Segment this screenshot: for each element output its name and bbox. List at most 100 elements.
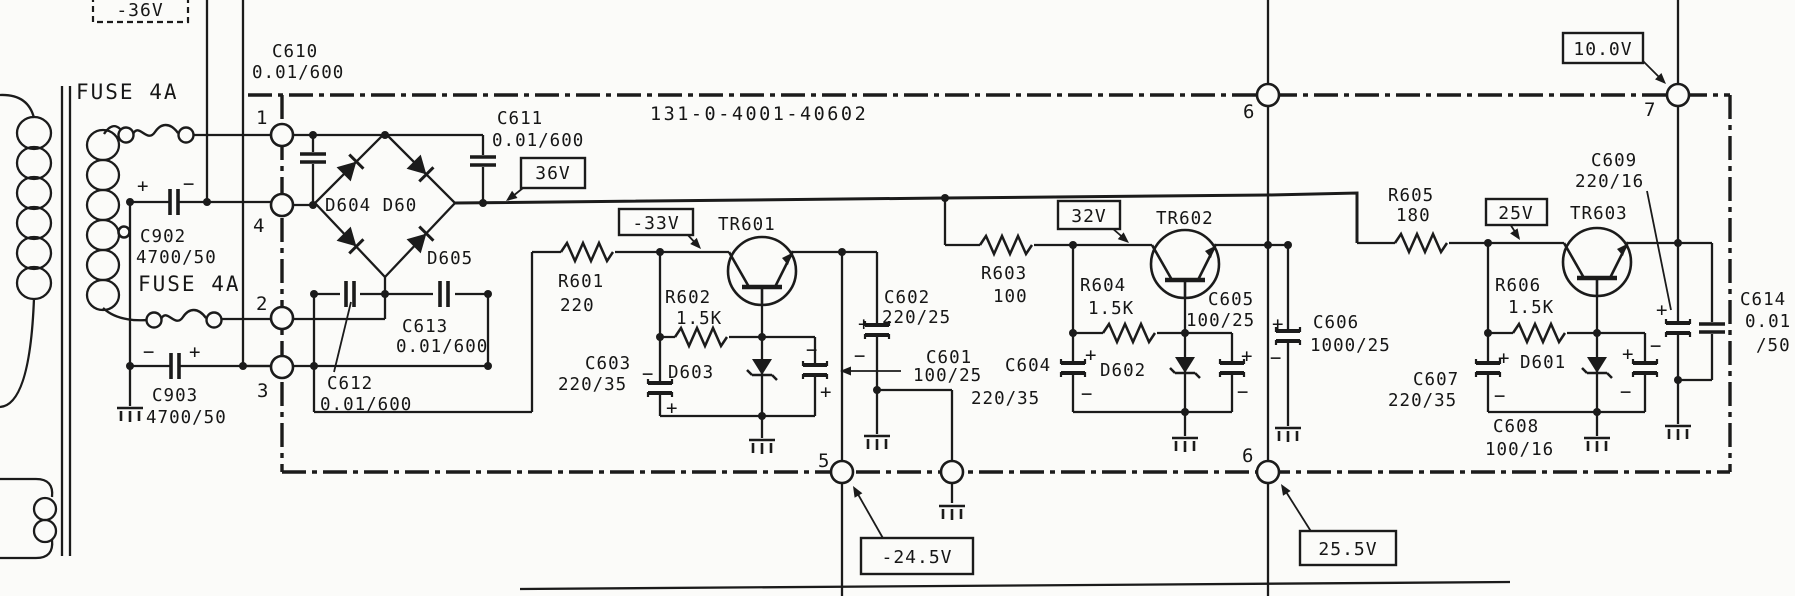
c603-ref: C603	[585, 354, 631, 374]
pin-ground	[939, 459, 965, 485]
d604-ref: D604 D60	[325, 196, 417, 216]
c601-capacitor	[799, 359, 831, 381]
voltage--33v: -33V	[632, 213, 679, 234]
pin-4-label: 4	[253, 215, 264, 237]
c602-minus: −	[854, 345, 865, 367]
c903-minus: −	[143, 341, 154, 363]
voltage-box-36v	[519, 156, 587, 190]
r606-resistor	[1511, 322, 1567, 344]
c607-ref: C607	[1413, 370, 1459, 390]
c902-minus: −	[183, 173, 194, 195]
ground-icon	[747, 438, 777, 456]
transformer-secondary-winding	[85, 125, 149, 322]
r601-value: 220	[560, 296, 595, 316]
leader-lines	[333, 59, 1672, 541]
d601-ref: D601	[1520, 353, 1566, 373]
c611-ref: C611	[497, 109, 543, 129]
c609-ref: C609	[1591, 151, 1637, 171]
voltage-box--245v	[859, 536, 975, 576]
board-wires	[243, 0, 1714, 596]
c604-value: 220/35	[971, 389, 1040, 409]
labels: 131-0-4001-40602 FUSE 4A FUSE 4A C902 47…	[76, 42, 1791, 460]
c601-plus: +	[820, 381, 831, 403]
voltage-32v: 32V	[1071, 206, 1107, 227]
fuse-top-symbol	[117, 123, 195, 144]
board-outline	[248, 93, 1732, 474]
board-pins	[269, 82, 1691, 485]
c607-plus: +	[1498, 347, 1509, 369]
polarity-signs: + − − + − + − + + − + − + − + − + − + − …	[137, 173, 1667, 419]
c902-capacitor	[168, 185, 180, 219]
c601-minus: −	[806, 339, 817, 361]
d605-ref: D605	[427, 249, 473, 269]
c602-plus: +	[858, 313, 869, 335]
r605-ref: R605	[1388, 186, 1434, 206]
r605-value: 180	[1396, 206, 1431, 226]
c604-minus: −	[1081, 383, 1092, 405]
c608-minus: −	[1620, 381, 1631, 403]
pin-2	[269, 305, 295, 331]
ground-icon	[1582, 436, 1612, 454]
c603-minus: −	[642, 363, 653, 385]
fuse-bottom-symbol	[145, 308, 223, 329]
c606-value: 1000/25	[1310, 336, 1391, 356]
voltage--245v: -24.5V	[881, 547, 952, 568]
pin-6-top-label: 6	[1243, 101, 1254, 123]
ground-icon	[1170, 436, 1200, 454]
c611-capacitor	[466, 155, 500, 167]
tr603-transistor	[1563, 228, 1631, 296]
r602-ref: R602	[665, 288, 711, 308]
voltage-box-255v	[1298, 529, 1398, 567]
c608-ref: C608	[1493, 417, 1539, 437]
pin-5-label: 5	[818, 450, 829, 472]
voltage-25v: 25V	[1498, 203, 1534, 224]
c614-value-2: /50	[1756, 336, 1791, 356]
d603-ref: D603	[668, 363, 714, 383]
transformer-aux-winding	[0, 477, 58, 560]
c603-value: 220/35	[558, 375, 627, 395]
pin-7	[1665, 82, 1691, 108]
c614-capacitor	[1695, 322, 1729, 334]
board-number: 131-0-4001-40602	[650, 104, 868, 125]
r601-ref: R601	[558, 272, 604, 292]
pin-1	[269, 122, 295, 148]
c610-capacitor	[296, 152, 330, 164]
c613-capacitor	[438, 277, 450, 311]
c613-value: 0.01/600	[396, 337, 488, 357]
c602-ref: C602	[884, 288, 930, 308]
voltage--36v: -36V	[116, 0, 163, 21]
transformer-primary-winding	[0, 93, 53, 409]
c609-capacitor	[1662, 317, 1694, 339]
c614-value-1: 0.01	[1745, 312, 1791, 332]
transformer-core	[60, 86, 72, 556]
pin-3-label: 3	[257, 380, 268, 402]
pin-6-bottom	[1255, 459, 1281, 485]
voltage-36v: 36V	[535, 163, 571, 184]
ground-icon	[937, 504, 967, 522]
voltage-box-25v	[1484, 197, 1549, 227]
r604-ref: R604	[1080, 276, 1126, 296]
c903-plus: +	[189, 341, 200, 363]
ground-icon	[115, 406, 145, 424]
r604-resistor	[1101, 322, 1157, 344]
voltage-callouts: -36V 36V -33V 32V 25V 10.0V -24.5V 25.5V	[91, 0, 1645, 576]
fuse-bottom-label: FUSE 4A	[138, 272, 241, 296]
pin-4	[269, 192, 295, 218]
ground-icon	[1273, 426, 1303, 444]
c605-value: 100/25	[1186, 311, 1255, 331]
c608-value: 100/16	[1485, 440, 1554, 460]
pin-7-label: 7	[1644, 99, 1655, 121]
c612-ref: C612	[327, 374, 373, 394]
c607-minus: −	[1494, 385, 1505, 407]
c606-ref: C606	[1313, 313, 1359, 333]
r601-resistor	[559, 241, 615, 263]
c903-ref: C903	[152, 386, 198, 406]
c603-plus: +	[666, 397, 677, 419]
voltage-255v: 25.5V	[1318, 539, 1377, 560]
c601-value: 100/25	[913, 366, 982, 386]
ground-icon	[1663, 424, 1693, 442]
c611-value: 0.01/600	[492, 131, 584, 151]
pin-1-label: 1	[256, 107, 267, 129]
c601-ref: C601	[926, 348, 972, 368]
